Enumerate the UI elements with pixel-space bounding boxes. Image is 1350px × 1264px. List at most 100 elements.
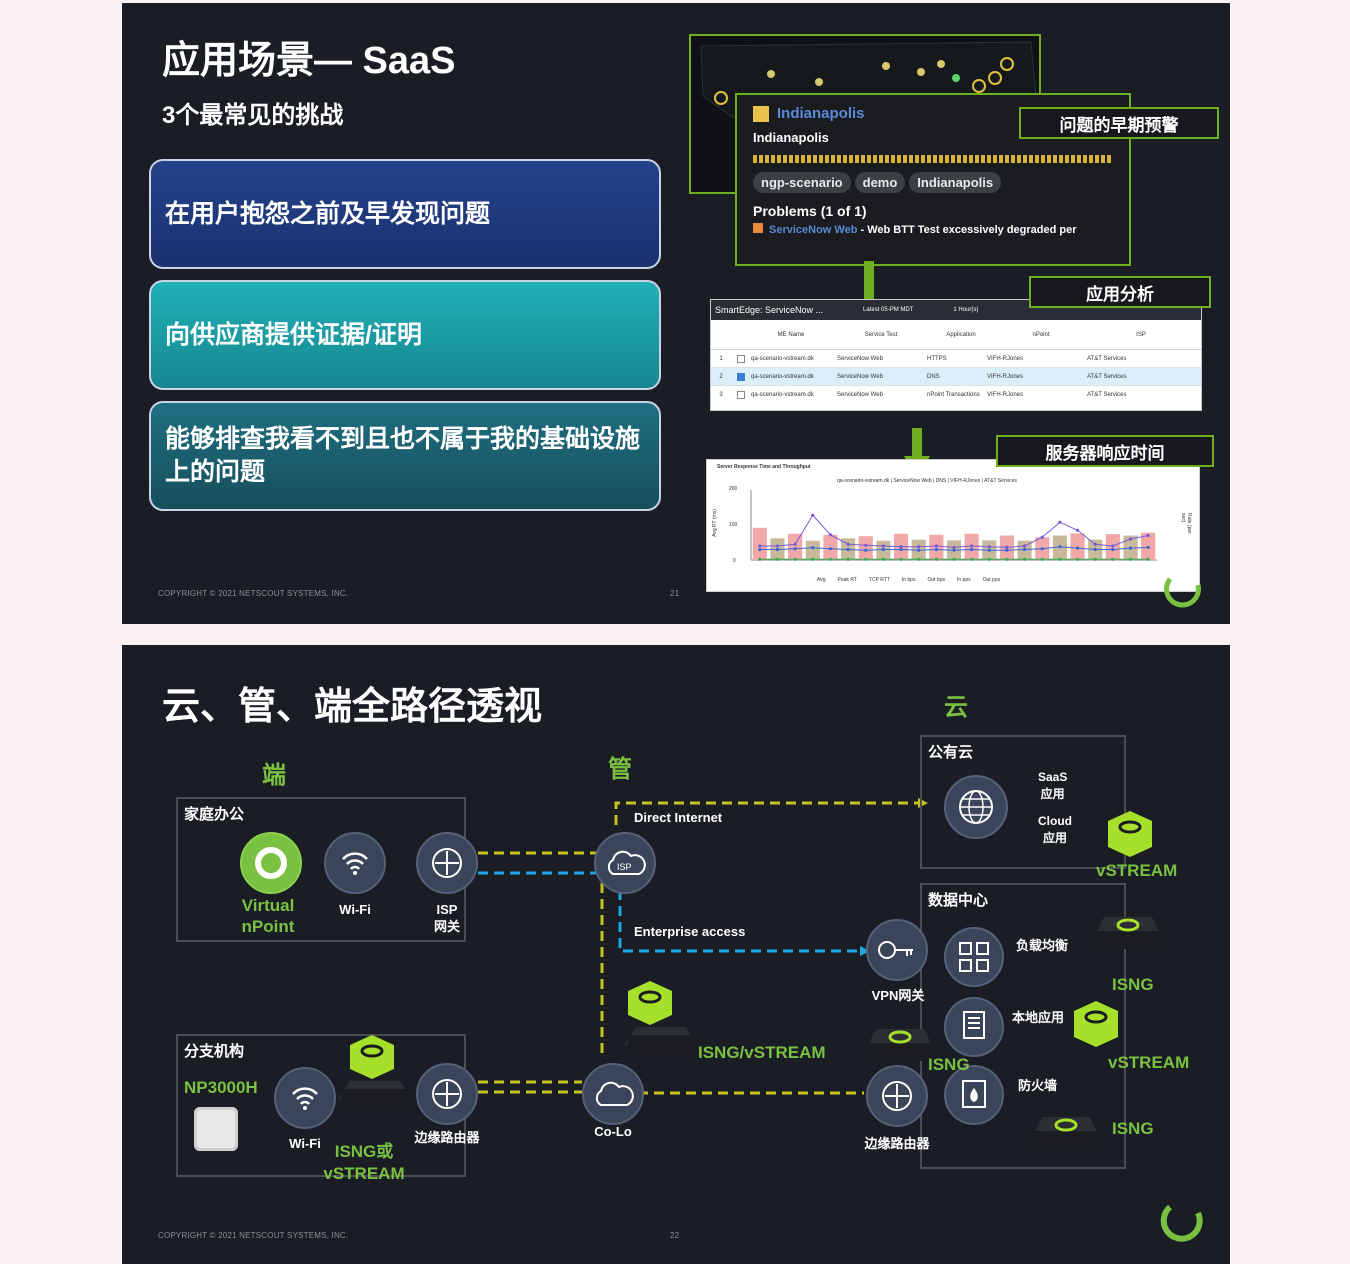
table-row[interactable]: 1 qa-scenario-vstream.dk ServiceNow Web …: [711, 350, 1201, 368]
isng-device-icon: [338, 1035, 412, 1109]
load-balancer-icon[interactable]: [944, 927, 1004, 987]
data-point: [1093, 547, 1097, 552]
data-point: [775, 557, 780, 561]
legend-item[interactable]: In bps: [901, 577, 916, 583]
data-point: [987, 557, 991, 561]
y-tick-label: 0: [733, 558, 736, 564]
colo-label: Co-Lo: [594, 1124, 632, 1139]
data-point: [1111, 547, 1115, 552]
data-point: [1040, 547, 1044, 551]
data-point: [1128, 546, 1133, 550]
slide1-subtitle: 3个最常见的挑战: [162, 102, 344, 129]
isng-device-icon: [866, 1029, 934, 1061]
slide1-title: 应用场景— SaaS: [162, 40, 456, 82]
data-point: [864, 543, 868, 547]
row-checkbox-checked[interactable]: [737, 372, 745, 381]
legend-item[interactable]: Out bps: [927, 577, 945, 583]
data-point: [846, 557, 850, 561]
y-tick-label: 100: [729, 522, 738, 528]
wifi-label: Wi-Fi: [289, 1136, 321, 1151]
wifi-icon[interactable]: [274, 1067, 336, 1129]
data-point: [1040, 557, 1044, 561]
column-pipe: 管: [608, 756, 632, 783]
tag-chip[interactable]: Indianapolis: [909, 172, 1002, 193]
isng-device-icon: [1094, 917, 1162, 949]
network-paths: [478, 798, 928, 1095]
branch-label: 分支机构: [184, 1043, 245, 1060]
cloud-app-label: Cloud 应用: [1038, 814, 1072, 845]
row-checkbox[interactable]: [737, 354, 745, 363]
edge-router-icon[interactable]: [416, 1063, 478, 1125]
data-point: [1023, 547, 1027, 552]
datacenter-label: 数据中心: [928, 892, 989, 909]
data-point: [775, 544, 780, 548]
data-point: [775, 547, 780, 552]
legend-item[interactable]: Out pps: [982, 577, 1001, 583]
local-app-label: 本地应用: [1012, 1010, 1065, 1025]
data-point: [1111, 544, 1115, 548]
problem-link[interactable]: ServiceNow Web: [769, 224, 858, 236]
callout-server-response: 服务器响应时间: [996, 435, 1214, 467]
table-row[interactable]: 2 qa-scenario-vstream.dk ServiceNow Web …: [711, 368, 1201, 386]
chart-bar: [788, 533, 803, 560]
city-link[interactable]: Indianapolis: [777, 105, 865, 122]
data-point: [970, 547, 974, 552]
wifi-icon[interactable]: [324, 832, 386, 894]
problems-count: Problems (1 of 1): [753, 203, 867, 219]
page-number: 21: [670, 589, 680, 598]
row-checkbox[interactable]: [737, 391, 745, 399]
data-point: [970, 544, 974, 548]
data-point: [811, 513, 815, 517]
legend-item[interactable]: Avg: [817, 577, 826, 583]
data-point: [828, 557, 833, 561]
tag-chip[interactable]: ngp-scenario: [753, 172, 851, 193]
data-point: [917, 557, 921, 561]
data-point: [811, 546, 815, 550]
column-end: 端: [262, 762, 286, 789]
vpn-key-icon[interactable]: [866, 919, 928, 981]
svg-text:ISP: ISP: [617, 862, 632, 872]
edge-router2-label: 边缘路由器: [864, 1136, 930, 1151]
local-app-server-icon[interactable]: [944, 997, 1004, 1057]
edge-router-icon[interactable]: [866, 1065, 928, 1127]
globe-icon[interactable]: [944, 775, 1008, 839]
data-point: [758, 544, 762, 548]
data-point: [1058, 557, 1062, 561]
legend-item[interactable]: TCP RTT: [868, 577, 890, 583]
data-point: [1093, 542, 1097, 546]
np3000h-device-icon: [194, 1107, 238, 1151]
data-point: [952, 557, 956, 561]
firewall-icon[interactable]: [944, 1065, 1004, 1125]
problem-row: ServiceNow Web - Web BTT Test excessivel…: [753, 223, 1113, 236]
virtual-npoint-icon[interactable]: [240, 832, 302, 894]
isp-cloud-icon[interactable]: ISP: [594, 832, 656, 894]
data-point: [1093, 557, 1097, 561]
isng3-label: ISNG: [1112, 1119, 1154, 1138]
vstream-cube-icon: [1074, 1001, 1118, 1047]
public-cloud-label: 公有云: [928, 744, 974, 761]
tag-chip[interactable]: demo: [854, 172, 906, 193]
virtual-npoint-label: Virtual nPoint: [241, 896, 295, 936]
data-point: [1058, 545, 1062, 549]
vstream2-label: vSTREAM: [1108, 1053, 1190, 1072]
legend-item[interactable]: In pps: [956, 577, 971, 583]
data-point: [846, 547, 850, 552]
data-point: [952, 545, 956, 549]
warning-square-icon: [753, 223, 763, 233]
isp-gateway-icon[interactable]: [416, 832, 478, 894]
data-point: [864, 548, 868, 552]
data-point: [1040, 535, 1044, 539]
saas-app-label: SaaS 应用: [1038, 770, 1068, 801]
data-point: [1111, 557, 1115, 561]
data-point: [881, 544, 885, 548]
server-response-chart: Server Response Time and Throughput qa-s…: [706, 459, 1200, 592]
colo-cloud-icon[interactable]: [582, 1063, 644, 1125]
legend-item[interactable]: Peak RT: [837, 577, 857, 583]
table-row[interactable]: 3 qa-scenario-vstream.dk ServiceNow Web …: [719, 391, 1127, 399]
isp-gateway-label: ISP 网关: [433, 902, 460, 934]
np3000h-label: NP3000H: [184, 1078, 258, 1097]
netscout-logo-icon: [1160, 1204, 1203, 1242]
y-tick-label: 200: [729, 486, 738, 492]
isng-device-icon: [1032, 1117, 1100, 1149]
